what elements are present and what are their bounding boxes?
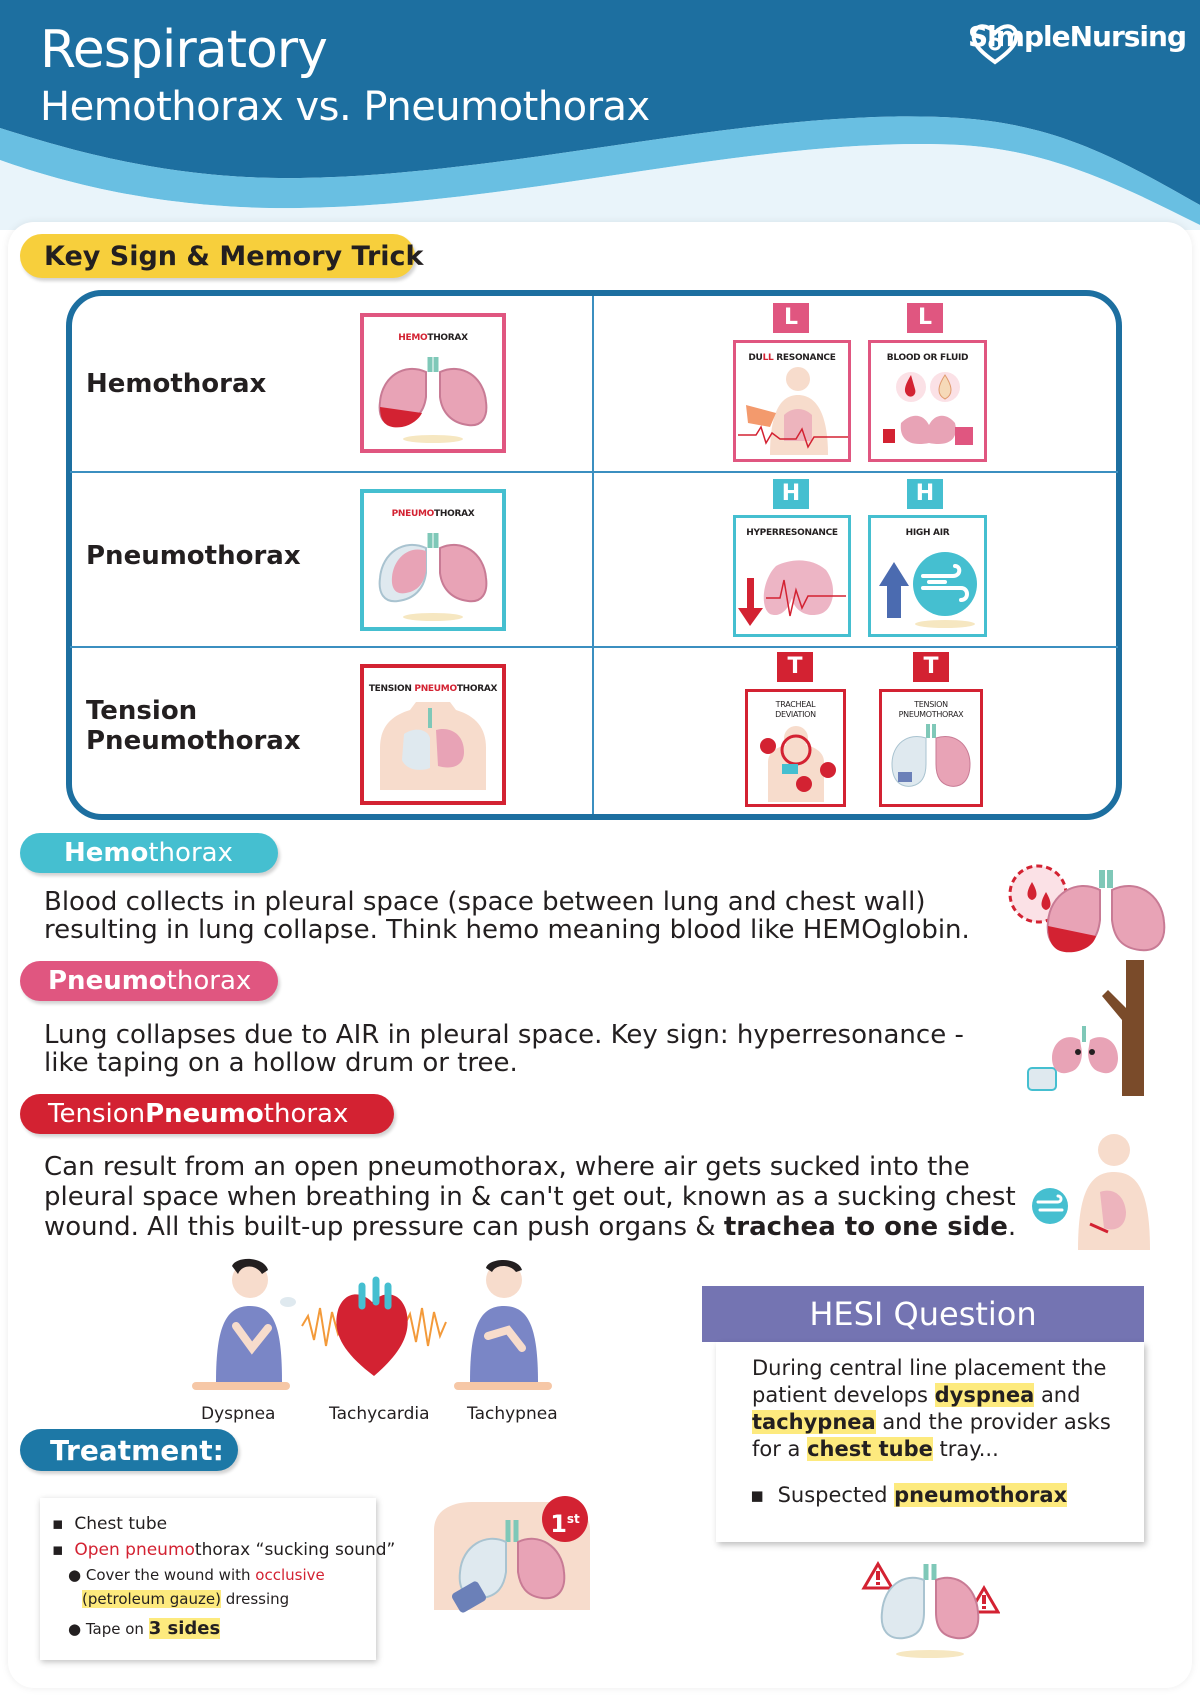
high-air-image: HIGH AIR xyxy=(868,515,987,637)
pneumothorax-lung-image: PNEUMOTHORAX xyxy=(360,489,506,631)
page-subtitle: Hemothorax vs. Pneumothorax xyxy=(40,84,650,130)
treatment-item-chest-tube: ▪ Chest tube xyxy=(52,1514,168,1534)
row-label-hemothorax: Hemothorax xyxy=(86,369,267,399)
hyperresonance-image: HYPERRESONANCE xyxy=(733,515,851,637)
down-arrow-icon xyxy=(738,560,846,626)
wind-icon xyxy=(879,552,977,628)
tension-pneumothorax-image: TENSION PNEUMOTHORAX xyxy=(360,664,506,805)
table-column-divider xyxy=(592,296,594,814)
letter-badge: L xyxy=(773,303,809,333)
treatment-subitem-occlusive: ● Cover the wound with occlusive xyxy=(68,1566,325,1584)
page-title: Respiratory xyxy=(40,20,328,80)
blood-drop-icon xyxy=(883,372,973,445)
stethoscope-heart-icon xyxy=(971,24,1019,65)
dull-resonance-image: DULL RESONANCE xyxy=(733,340,851,462)
letter-badge: T xyxy=(777,652,813,682)
torso-icon xyxy=(380,702,486,790)
key-sign-heading: Key Sign & Memory Trick xyxy=(20,234,424,278)
tension-pneumothorax-description: Can result from an open pneumothorax, wh… xyxy=(44,1152,1017,1242)
treatment-subitem-petroleum: (petroleum gauze) dressing xyxy=(82,1590,290,1608)
blood-or-fluid-image: BLOOD OR FLUID xyxy=(868,340,987,462)
image-caption: HEMOTHORAX xyxy=(398,333,468,343)
hesi-answer: ▪ Suspected pneumothorax xyxy=(750,1483,1068,1507)
first-badge: 1st xyxy=(542,1496,588,1542)
lung-icon xyxy=(378,357,488,443)
treatment-heading: Treatment: xyxy=(20,1429,238,1471)
hemothorax-lung-image: HEMOTHORAX xyxy=(360,313,506,453)
table-divider xyxy=(70,646,1118,648)
chest-percussion-icon xyxy=(738,367,848,455)
symptom-label-dyspnea: Dyspnea xyxy=(201,1404,276,1424)
hemothorax-lung-illustration xyxy=(1008,864,1166,953)
tension-torso-illustration xyxy=(1032,1134,1150,1250)
header-banner: Respiratory Hemothorax vs. Pneumothorax … xyxy=(0,0,1200,230)
warning-lung-illustration xyxy=(861,1561,1000,1658)
hesi-question-text: During central line placement the patien… xyxy=(752,1356,1111,1461)
trachea-icon xyxy=(760,726,836,802)
brand-logo: SimpleNursing xyxy=(968,20,1187,65)
row-label-tension-pneumothorax: Tension Pneumothorax xyxy=(86,696,301,756)
letter-badge: H xyxy=(773,479,809,509)
collapsed-lung-icon xyxy=(891,724,971,787)
image-caption: BLOOD OR FLUID xyxy=(886,353,969,363)
image-caption: PNEUMOTHORAX xyxy=(391,509,475,519)
pneumothorax-description: Lung collapses due to AIR in pleural spa… xyxy=(44,1020,964,1078)
symptom-label-tachycardia: Tachycardia xyxy=(329,1404,430,1424)
letter-badge: T xyxy=(913,652,949,682)
image-caption: HIGH AIR xyxy=(905,528,950,538)
lung-icon xyxy=(378,533,488,621)
hesi-question-heading: HESI Question xyxy=(702,1286,1144,1342)
treatment-item-open-pneumothorax: ▪ Open pneumothorax “sucking sound” xyxy=(52,1540,396,1560)
key-sign-table xyxy=(66,290,1122,820)
treatment-subitem-tape: ● Tape on 3 sides xyxy=(68,1618,221,1639)
image-caption: HYPERRESONANCE xyxy=(746,528,838,538)
symptoms-illustration xyxy=(192,1258,552,1390)
lung-drum-tree-illustration xyxy=(1027,960,1144,1096)
letter-badge: L xyxy=(907,303,943,333)
table-divider xyxy=(70,471,1118,473)
row-label-pneumothorax: Pneumothorax xyxy=(86,541,301,571)
hemothorax-description: Blood collects in pleural space (space b… xyxy=(44,887,970,945)
letter-badge: H xyxy=(907,479,943,509)
symptom-label-tachypnea: Tachypnea xyxy=(467,1404,558,1424)
header-wave xyxy=(0,0,1200,230)
image-caption: TENSION PNEUMOTHORAX xyxy=(368,684,498,694)
image-caption: DULL RESONANCE xyxy=(748,353,836,363)
